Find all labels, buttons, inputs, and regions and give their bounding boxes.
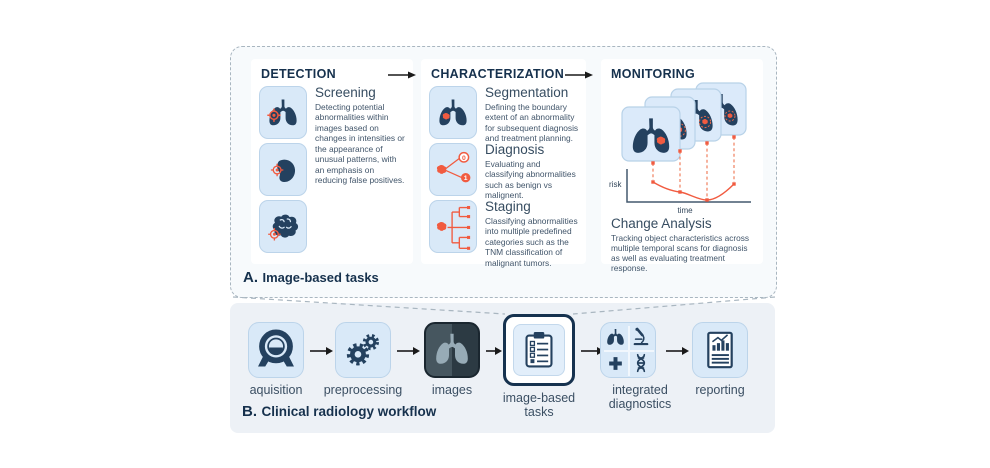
gears-icon xyxy=(335,322,391,378)
detection-column: DETECTION Screening xyxy=(251,59,413,264)
panel-b-workflow: aquisition preprocessing images image-ba… xyxy=(230,303,775,433)
segmentation-description: Defining the boundary extent of an abnor… xyxy=(485,102,579,144)
change-analysis-heading: Change Analysis xyxy=(611,216,712,231)
step-label-aquisition: aquisition xyxy=(249,383,303,397)
step-label-preprocessing: preprocessing xyxy=(323,383,403,397)
panel-a-title-text: Image-based tasks xyxy=(262,270,379,285)
clipboard-checklist-icon xyxy=(513,324,565,376)
organ-target-icon xyxy=(259,143,307,196)
arrow-icon xyxy=(397,344,420,362)
step-label-reporting: reporting xyxy=(695,383,745,397)
panel-a-image-based-tasks: DETECTION Screening xyxy=(230,46,777,298)
step-label-integrated-diagnostics: integrated diagnostics xyxy=(608,383,672,412)
lungs-icon xyxy=(603,325,627,349)
report-document-icon xyxy=(692,322,748,378)
lung-scan-icon xyxy=(424,322,480,378)
panel-a-label: A. Image-based tasks xyxy=(243,269,379,287)
microscope-icon xyxy=(629,325,653,349)
arrow-icon xyxy=(310,344,333,362)
diagnosis-description: Evaluating and classifying abnormalities… xyxy=(485,159,576,201)
step-label-image-based-tasks: image-based tasks xyxy=(502,391,576,420)
class-label-benign: 0 xyxy=(462,154,466,161)
dna-icon xyxy=(629,351,653,375)
step-label-images: images xyxy=(431,383,473,397)
panel-b-label: B. Clinical radiology workflow xyxy=(242,403,436,421)
characterization-column: CHARACTERIZATION Segmentation Defining t… xyxy=(421,59,586,268)
lungs-target-icon xyxy=(259,86,307,139)
arrow-icon xyxy=(666,344,689,362)
characterization-title: CHARACTERIZATION xyxy=(431,67,565,81)
arrow-icon xyxy=(388,67,416,85)
diagnosis-heading: Diagnosis xyxy=(485,142,545,157)
staging-description: Classifying abnormalities into multiple … xyxy=(485,216,578,268)
panel-b-title-text: Clinical radiology workflow xyxy=(261,404,437,419)
segmentation-task: Segmentation Defining the boundary exten… xyxy=(485,85,581,144)
classification-icon: 0 1 xyxy=(429,143,477,196)
mri-scanner-icon xyxy=(248,322,304,378)
time-axis-label: time xyxy=(677,206,693,215)
screening-task: Screening Detecting potential abnormalit… xyxy=(315,85,405,185)
monitoring-title: MONITORING xyxy=(611,67,696,81)
staging-heading: Staging xyxy=(485,199,531,214)
brain-target-icon xyxy=(259,200,307,253)
segmentation-heading: Segmentation xyxy=(485,85,569,100)
screening-heading: Screening xyxy=(315,85,376,100)
image-based-tasks-highlight-box xyxy=(503,314,575,386)
monitoring-column: MONITORING xyxy=(601,59,763,273)
diagnosis-task: Diagnosis Evaluating and classifying abn… xyxy=(485,142,581,201)
class-label-malignant: 1 xyxy=(464,175,468,182)
plus-icon xyxy=(603,351,627,375)
detection-title: DETECTION xyxy=(261,67,336,81)
staging-task: Staging Classifying abnormalities into m… xyxy=(485,199,581,268)
risk-axis-label: risk xyxy=(609,180,622,189)
screening-description: Detecting potential abnormalities within… xyxy=(315,102,405,185)
change-analysis-description: Tracking object characteristics across m… xyxy=(611,233,750,274)
panel-a-letter: A. xyxy=(243,269,258,286)
panel-b-letter: B. xyxy=(242,403,257,420)
arrow-icon xyxy=(486,344,502,362)
dendrogram-icon xyxy=(429,200,477,253)
temporal-scans-icon: risk time xyxy=(609,82,751,215)
diagnostics-grid-icon xyxy=(600,322,656,378)
grid-divider xyxy=(604,350,654,352)
lungs-tumor-icon xyxy=(429,86,477,139)
arrow-icon xyxy=(565,67,593,85)
